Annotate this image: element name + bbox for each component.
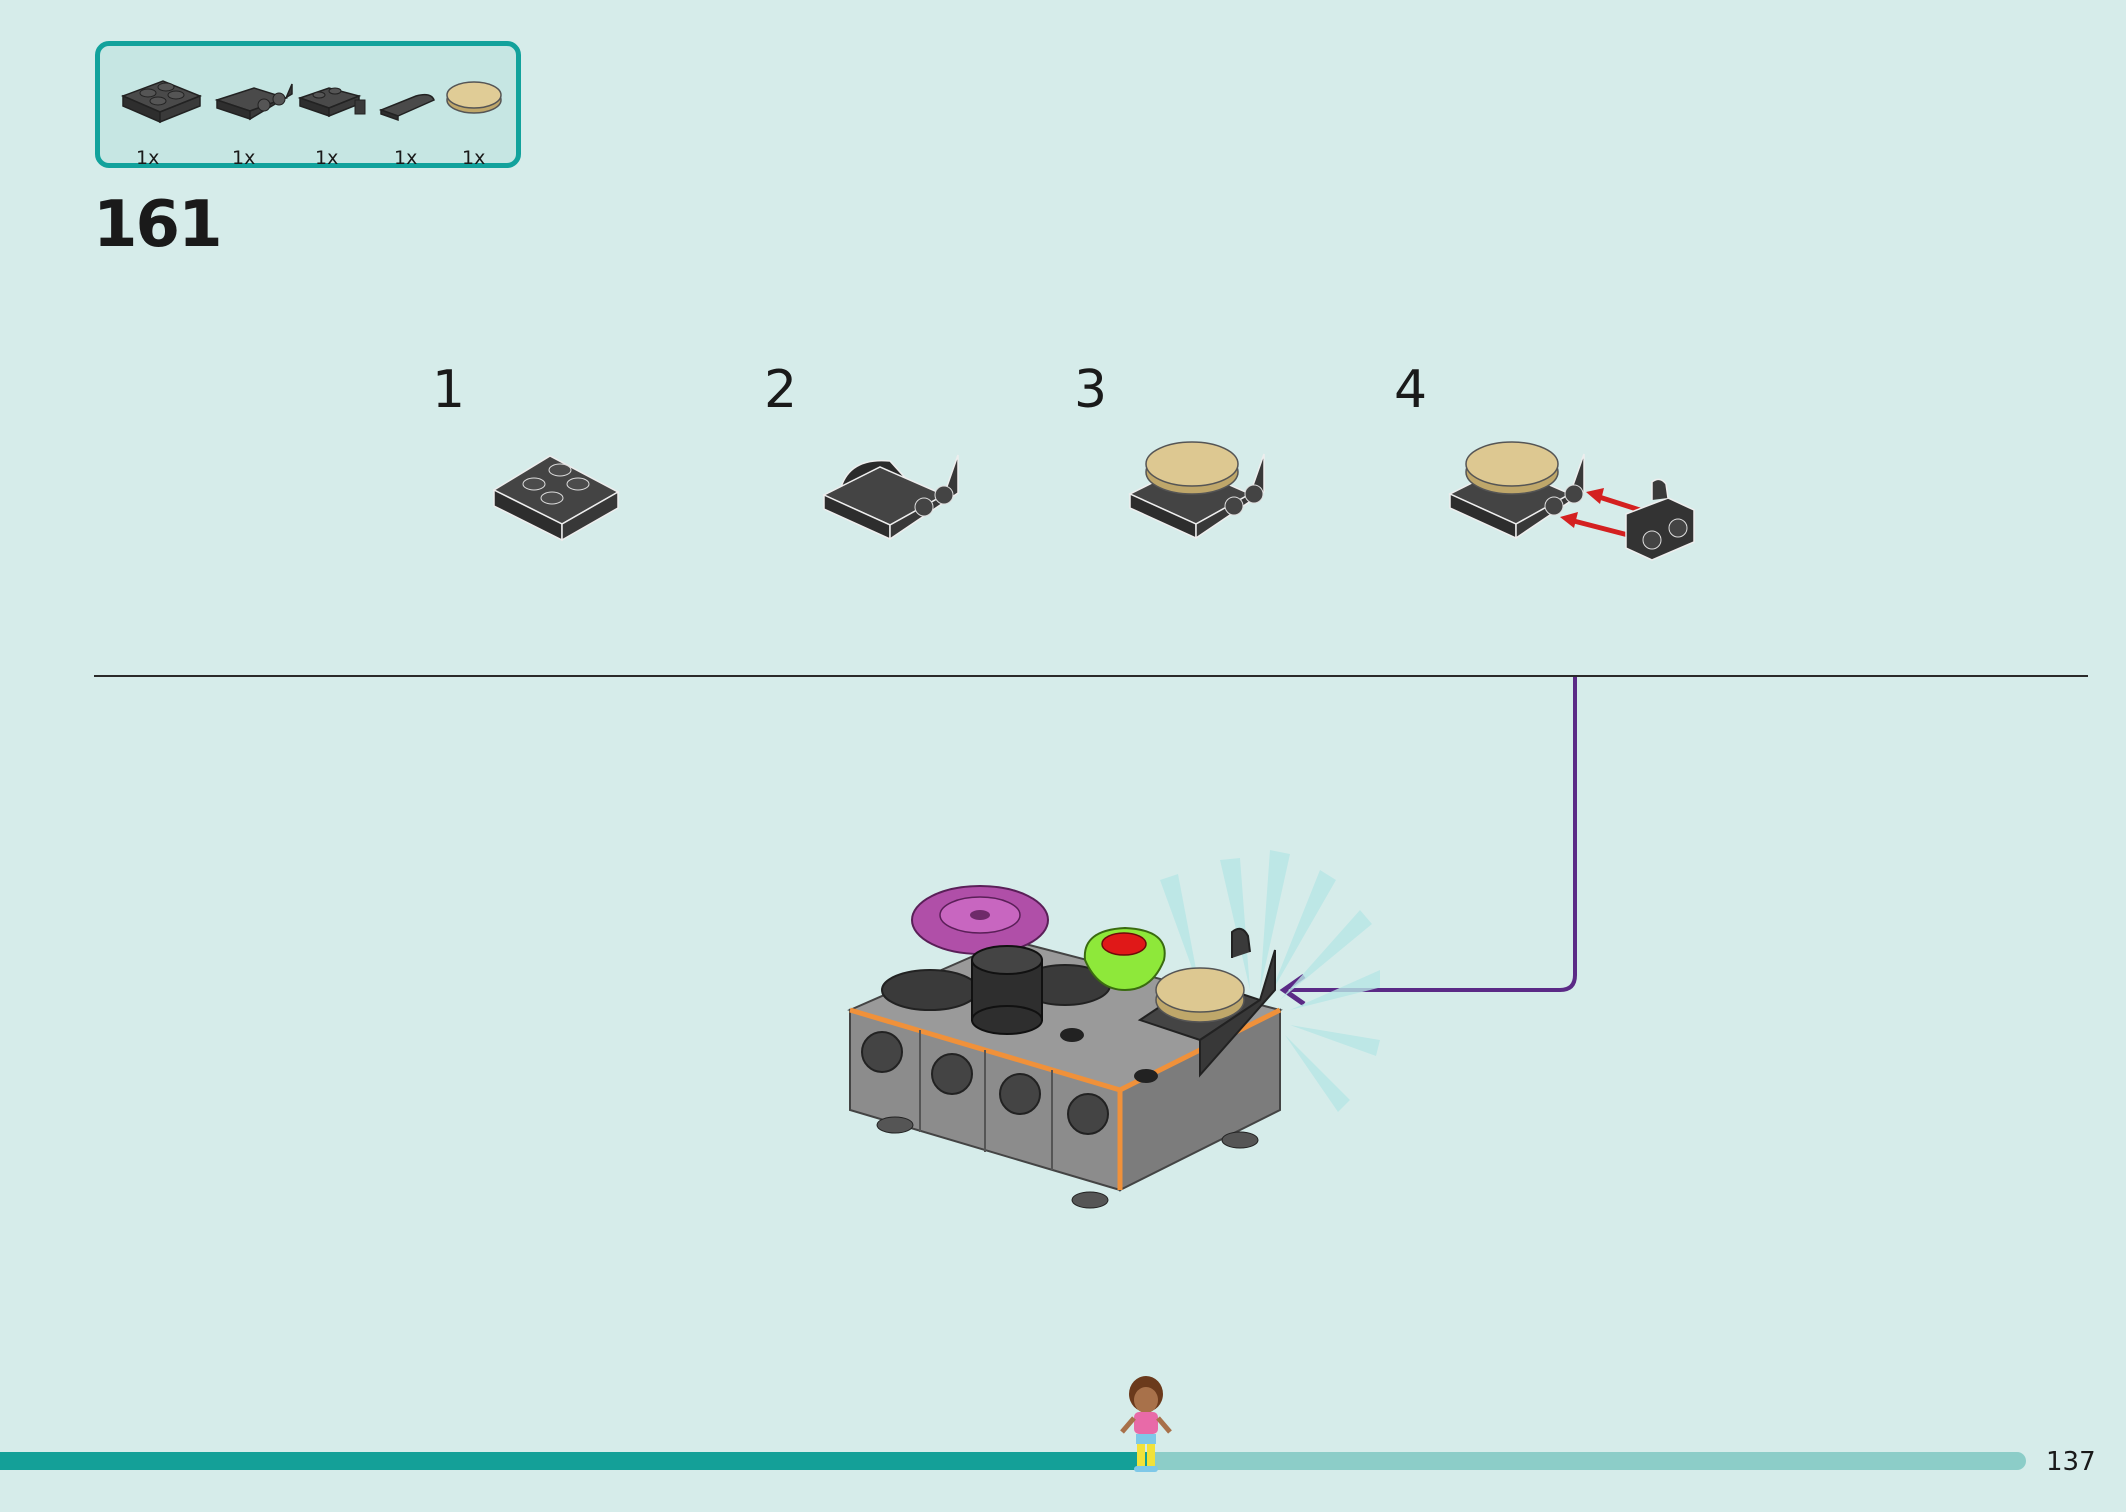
half-round-tile-icon: [378, 93, 435, 122]
round-tile-2x2-icon: [446, 81, 502, 114]
bracket-plate-icon: [214, 83, 293, 121]
plate-2x2-icon: [492, 455, 620, 542]
progress-fill: [0, 1452, 1155, 1470]
part-item: 1x: [214, 66, 304, 168]
kitchen-stove-model-icon: [847, 850, 1380, 1209]
part-quantity: 1x: [394, 147, 418, 169]
part-item: 1x: [444, 66, 534, 168]
parts-list-box: 1x 1x 1x 1x 1x: [95, 41, 521, 168]
part-quantity: 1x: [232, 147, 256, 169]
sub-step-number: 3: [1074, 360, 1108, 420]
plate-with-bracket-icon: [822, 454, 959, 541]
sub-step-number: 2: [764, 360, 798, 420]
sub-step-number: 1: [432, 360, 466, 420]
plate-with-round-tile-icon: [1128, 441, 1265, 540]
clip-plate-icon: [297, 87, 366, 118]
part-item: 1x: [297, 66, 387, 168]
minifigure-icon: [1120, 1376, 1172, 1472]
part-item: 1x: [376, 66, 466, 168]
part-quantity: 1x: [136, 147, 160, 169]
part-item: 1x: [118, 66, 208, 168]
page-number: 137: [2046, 1447, 2096, 1477]
part-quantity: 1x: [315, 147, 339, 169]
step-number: 161: [93, 188, 223, 262]
sub-step-number: 4: [1394, 360, 1428, 420]
section-divider: [94, 675, 2088, 677]
attach-clip-icon: [1448, 441, 1695, 561]
part-quantity: 1x: [462, 147, 486, 169]
plate-2x2-icon: [120, 80, 203, 124]
